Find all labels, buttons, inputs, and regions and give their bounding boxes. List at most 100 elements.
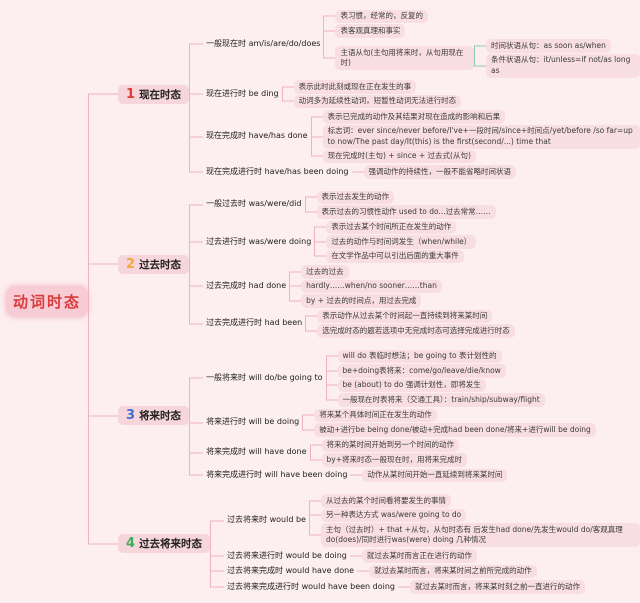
connector-line — [314, 255, 327, 257]
topic-node-label: 将来进行时 will be doing — [206, 417, 300, 427]
connector-line — [310, 136, 323, 137]
connector-line — [189, 93, 204, 95]
connector-line — [189, 285, 204, 287]
connector-line — [351, 171, 364, 173]
topic-subtree: will do 表临时想法；be going to 表计划性的 — [337, 349, 502, 363]
connector-line — [281, 86, 294, 88]
tree-row: 将来的某时间开始到另一个时间的动作 — [309, 438, 467, 453]
connector-line — [310, 116, 323, 118]
topic-subtree: 表示动作从过去某个时间起一直持续到将来某时间 — [317, 309, 493, 323]
topic-subtree: 表示过去发生的动作 — [316, 190, 394, 204]
connector-line — [189, 377, 204, 379]
leaf-node-label: 一般现在时表将来（交通工具）：train/ship/subway/flight — [337, 393, 545, 407]
connector-line — [357, 570, 370, 572]
connector-line — [210, 555, 225, 557]
connector-line — [88, 263, 119, 265]
topic-subtree: by + 过去的时间点，用过去完成 — [301, 294, 422, 308]
children-group: 就过去某时而言正在进行的动作 — [349, 549, 477, 564]
children-group: 将来某个具体时间正在发生的动作被动+进行be being done/被动+完成h… — [302, 408, 596, 437]
branch-name: 将来时态 — [139, 410, 182, 423]
topic-subtree: be+doing表将来：come/go/leave/die/know — [337, 364, 506, 378]
branch-number: 4 — [126, 536, 136, 552]
connector-line — [289, 271, 302, 273]
connector-line — [309, 444, 322, 446]
leaf-node-label: 表示此时此刻或现在正在发生的事 — [293, 80, 417, 94]
connector-line — [189, 136, 204, 137]
leaf-node-label: 就过去某时而言，将来某时刻之前一直进行的动作 — [410, 580, 586, 594]
topic-subtree: 时间状语从句：as soon as/when — [485, 39, 611, 53]
leaf-node-label: will do 表临时想法；be going to 表计划性的 — [337, 349, 502, 363]
connector-line — [305, 330, 318, 332]
tree-row: 表习惯，经常的，反复的 — [323, 9, 640, 24]
tree-row: 现在完成时(主句) + since + 过去式(从句) — [310, 149, 640, 164]
topic-subtree: 将来的某时间开始到另一个时间的动作 — [321, 438, 459, 452]
connector-line — [189, 422, 204, 423]
leaf-node-label: be+doing表将来：come/go/leave/die/know — [337, 364, 506, 378]
leaf-node-label: 将来的某时间开始到另一个时间的动作 — [321, 438, 459, 452]
tree-row: 就过去某时而言正在进行的动作 — [349, 549, 477, 564]
tree-row: by + 过去的时间点，用过去完成 — [289, 293, 442, 309]
leaf-node-label: 强调动作的持续性，一般不能省略时间状语 — [363, 165, 516, 179]
branch-name: 过去将来时态 — [139, 538, 203, 551]
tree-row: 主句（过去时）+ that +从句，从句时态有 后发生had done/先发生w… — [308, 522, 640, 548]
leaf-node-label: 标志词：ever since/never before/I've+一段时间/si… — [322, 124, 640, 149]
connector-line — [325, 384, 338, 386]
tree-row: will do 表临时想法；be going to 表计划性的 — [325, 349, 545, 364]
tree-row: by+将来时态一般现在时，用将来完成时 — [309, 452, 467, 468]
connector-line — [210, 570, 225, 572]
topic-subtree: 表示过去某个时间所正在发生的动作 — [326, 220, 457, 234]
topic-subtree: 一般现在时表将来（交通工具）：train/ship/subway/flight — [337, 393, 545, 407]
leaf-node-label: 表示已完成的动作及其结果对现在造成的影响和后果 — [322, 110, 506, 124]
children-group: 表示此时此刻或现在正在发生的事动词多为延续性动词，短暂性动词无法进行时态 — [281, 80, 462, 109]
connector-line — [323, 15, 336, 17]
topic-subtree: 就过去某时而言，将来某时刻之前一直进行的动作 — [410, 580, 586, 594]
connector-line — [314, 241, 327, 243]
leaf-node-label: 就过去某时而言正在进行的动作 — [361, 549, 477, 563]
tree-row: 强调动作的持续性，一般不能省略时间状语 — [351, 165, 516, 180]
leaf-node-label: 表习惯，经常的，反复的 — [335, 9, 428, 23]
topic-subtree: 现在完成时(主句) + since + 过去式(从句) — [322, 149, 476, 163]
tree-row: 另一种表达方式 was/were going to do — [308, 508, 640, 523]
tree-row: 一般现在时表将来（交通工具）：train/ship/subway/flight — [325, 392, 545, 408]
connector-line — [189, 241, 204, 243]
topic-node-label: 一般将来时 will do/be going to — [206, 372, 323, 382]
connector-line — [349, 555, 362, 557]
topic-node-label: 现在完成时 have/has done — [206, 131, 308, 141]
tree-row: 动作从某时间开始一直延续到将来某时间 — [350, 468, 508, 483]
topic-subtree: 过去的动作与时间词发生（when/while） — [326, 235, 477, 249]
connector-line — [189, 204, 204, 205]
branch-number: 2 — [126, 256, 136, 272]
children-group: 就过去某时而言，将来某时刻之前一直进行的动作 — [398, 580, 586, 595]
tree-row: 表示过去的习惯性动作 used to do...过去常常…… — [304, 204, 496, 220]
connector-line — [325, 370, 338, 372]
tree-row: 过去的动作与时间词发生（when/while） — [314, 234, 477, 250]
topic-subtree: by+将来时态一般现在时，用将来完成时 — [321, 453, 467, 467]
tree-row: 动词多为延续性动词，短暂性动词无法进行时态 — [281, 94, 462, 109]
tree-row: 条件状语从句：it/unless=if not/as long as — [473, 53, 640, 78]
connector-line — [189, 43, 204, 45]
connector-line — [289, 285, 302, 287]
connector-line — [88, 93, 119, 95]
topic-node-label: 将来完成进行时 will have been doing — [206, 470, 348, 480]
connector-line — [302, 414, 315, 416]
topic-subtree: 强调动作的持续性，一般不能省略时间状语 — [363, 165, 516, 179]
